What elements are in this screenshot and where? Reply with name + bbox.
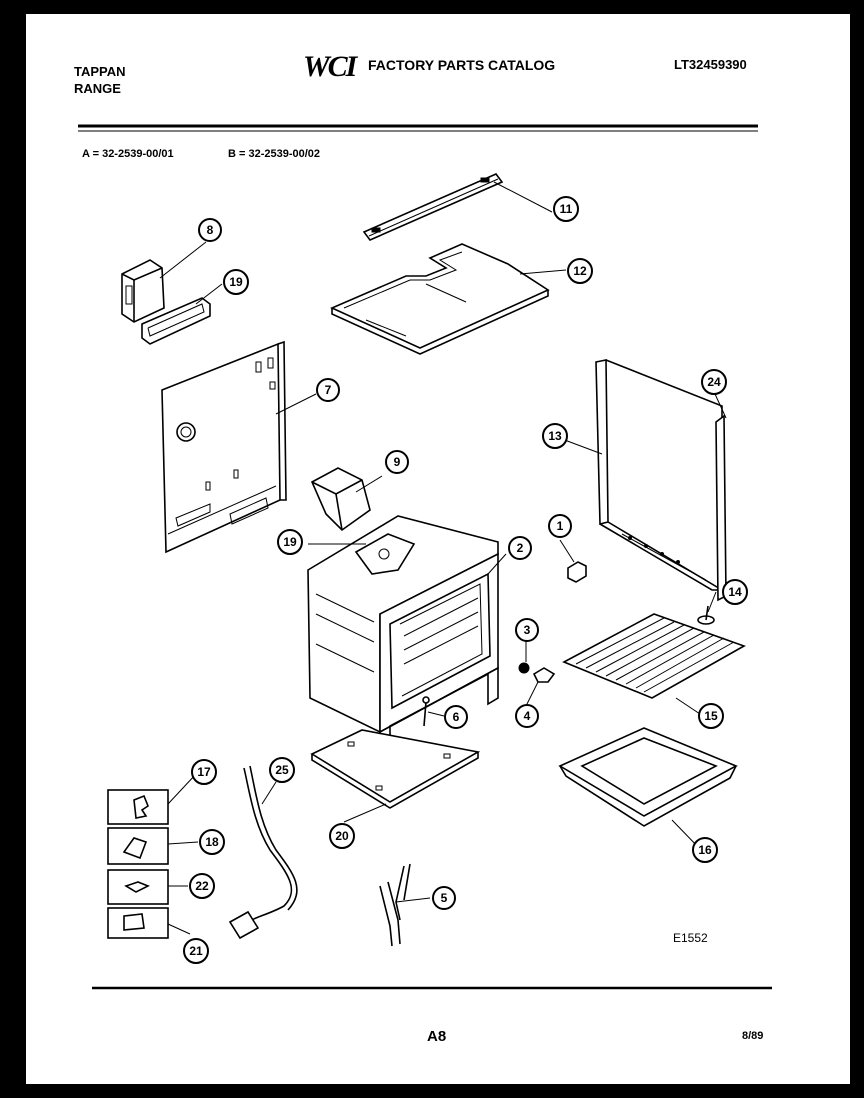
callout-label: 14 xyxy=(728,585,742,599)
callout-25: 25 xyxy=(269,757,295,783)
part-bottom-panel xyxy=(310,729,481,809)
page-code: A8 xyxy=(427,1028,447,1045)
callout-label: 17 xyxy=(197,765,211,779)
callout-label: 25 xyxy=(275,763,289,777)
catalog-sheet: 1 2 3 4 5 6 7 8 9 11 12 13 14 15 16 17 1… xyxy=(26,14,850,1084)
callout-7: 7 xyxy=(316,378,340,402)
callout-label: 22 xyxy=(195,879,209,893)
callout-6: 6 xyxy=(444,705,468,729)
part-knob xyxy=(567,561,587,583)
callout-label: 7 xyxy=(325,383,332,397)
callout-label: 19 xyxy=(283,535,297,549)
callout-11: 11 xyxy=(553,196,579,222)
part-pin xyxy=(422,696,430,727)
model-code-b: B = 32-2539-00/02 xyxy=(228,148,321,160)
part-back-panel xyxy=(161,340,287,554)
callout-14: 14 xyxy=(722,579,748,605)
callout-22: 22 xyxy=(189,873,215,899)
callout-12: 12 xyxy=(567,258,593,284)
callout-20: 20 xyxy=(329,823,355,849)
callout-label: 16 xyxy=(698,843,712,857)
callout-label: 5 xyxy=(441,891,448,905)
hardware-boxes xyxy=(107,789,169,939)
callout-17: 17 xyxy=(191,759,217,785)
part-leveling-leg xyxy=(697,605,715,625)
callout-label: 21 xyxy=(189,944,203,958)
callout-label: 15 xyxy=(704,709,718,723)
callout-9: 9 xyxy=(385,450,409,474)
callout-label: 19 xyxy=(229,275,243,289)
callout-label: 8 xyxy=(207,223,214,237)
callout-label: 18 xyxy=(205,835,219,849)
callout-24: 24 xyxy=(701,369,727,395)
part-cooktop-panel xyxy=(330,243,550,355)
part-gasket-strip xyxy=(715,414,727,602)
part-oven-rack xyxy=(562,613,746,699)
figure-code: E1552 xyxy=(673,931,708,945)
part-oven-body xyxy=(307,515,499,751)
callout-label: 13 xyxy=(548,429,562,443)
exploded-parts-diagram: 1 2 3 4 5 6 7 8 9 11 12 13 14 15 16 17 1… xyxy=(78,124,772,990)
callout-21: 21 xyxy=(183,938,209,964)
callout-3: 3 xyxy=(515,618,539,642)
callout-label: 3 xyxy=(524,623,531,637)
callout-5: 5 xyxy=(432,886,456,910)
catalog-title: FACTORY PARTS CATALOG xyxy=(368,57,556,73)
callout-19-upper: 19 xyxy=(223,269,249,295)
callout-label: 9 xyxy=(394,455,401,469)
part-broiler-pan xyxy=(558,727,738,827)
part-top-rail xyxy=(362,173,504,241)
callout-1: 1 xyxy=(548,514,572,538)
brand-line-2: RANGE xyxy=(74,81,121,96)
callout-4: 4 xyxy=(515,704,539,728)
part-door-frame xyxy=(595,359,723,592)
model-code-a: A = 32-2539-00/01 xyxy=(82,148,174,160)
callout-19-lower: 19 xyxy=(277,529,303,555)
callout-13: 13 xyxy=(542,423,568,449)
callout-8: 8 xyxy=(198,218,222,242)
callout-label: 1 xyxy=(557,519,564,533)
date-code: 8/89 xyxy=(742,1030,764,1042)
part-duct xyxy=(310,467,371,532)
part-igniter xyxy=(379,863,411,947)
part-bracket-upper xyxy=(141,297,211,345)
callout-label: 24 xyxy=(707,375,721,389)
callout-label: 6 xyxy=(453,710,460,724)
callout-label: 2 xyxy=(517,541,524,555)
part-power-cord xyxy=(228,765,298,940)
model-number: LT32459390 xyxy=(674,57,747,72)
callout-label: 12 xyxy=(573,264,587,278)
part-control-box xyxy=(121,259,165,323)
brand-line-1: TAPPAN xyxy=(74,64,126,79)
callout-18: 18 xyxy=(199,829,225,855)
wci-logo: WCI xyxy=(303,50,357,83)
part-small-fittings xyxy=(518,662,556,683)
callout-label: 4 xyxy=(524,709,531,723)
callout-2: 2 xyxy=(508,536,532,560)
callout-15: 15 xyxy=(698,703,724,729)
callout-label: 11 xyxy=(560,202,573,216)
callout-label: 20 xyxy=(335,829,349,843)
callout-16: 16 xyxy=(692,837,718,863)
